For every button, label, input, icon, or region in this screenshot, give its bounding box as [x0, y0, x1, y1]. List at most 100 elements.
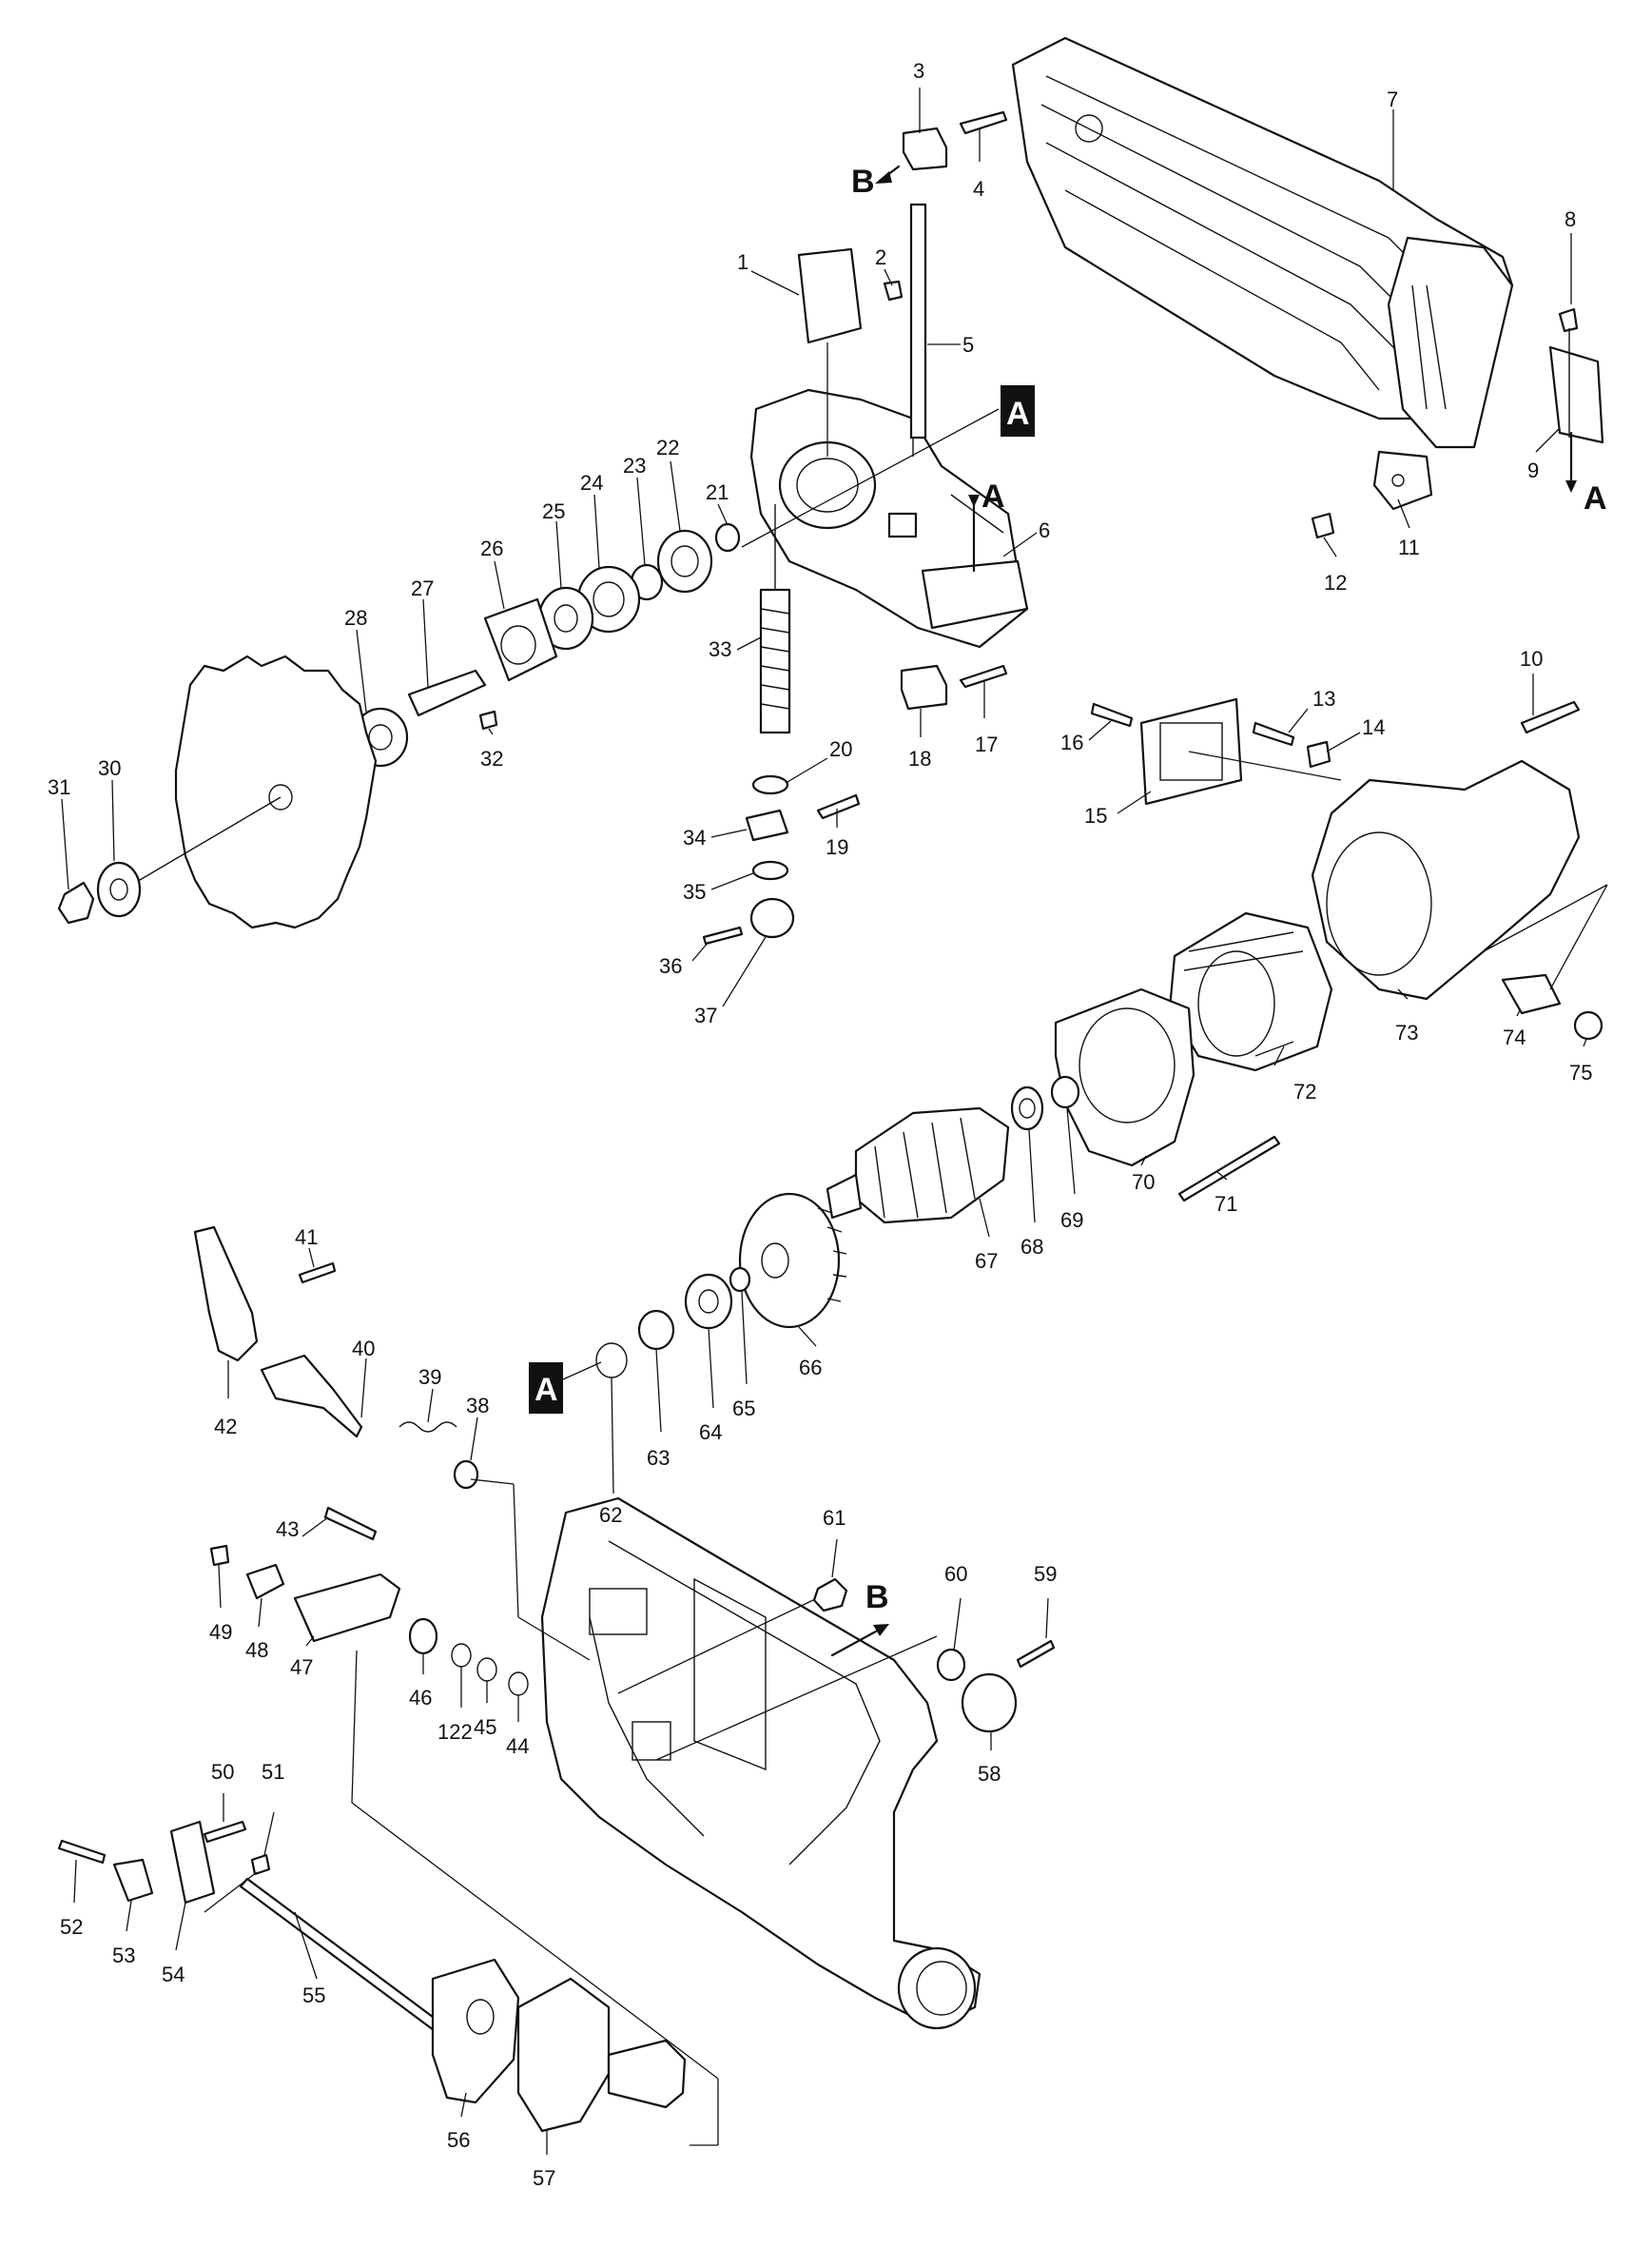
blade-guard-cover — [1011, 36, 1514, 449]
part-label: 32 — [480, 747, 503, 771]
part-label: 47 — [290, 1655, 313, 1679]
part-label: 27 — [411, 576, 434, 600]
part-label: 66 — [799, 1356, 822, 1379]
lever-arm-set — [57, 1820, 454, 2041]
right-knob-set — [812, 1577, 1056, 1733]
part-label: 8 — [1565, 207, 1576, 231]
marker-a-box-upper: A — [1001, 385, 1035, 437]
svg-text:A: A — [1584, 480, 1607, 517]
part-label: 57 — [533, 2166, 555, 2190]
part-label: 25 — [542, 499, 565, 523]
marker-b-mid: B — [830, 1579, 889, 1657]
part-label: 10 — [1520, 647, 1543, 671]
part-label: 55 — [302, 1983, 325, 2007]
long-screw — [1177, 1135, 1281, 1202]
part-label: 23 — [623, 454, 646, 478]
part-label: 33 — [709, 637, 731, 661]
part-label: 9 — [1527, 459, 1539, 482]
part-label: 51 — [262, 1760, 284, 1784]
part-label: 122 — [437, 1720, 473, 1744]
saw-blade — [123, 655, 378, 929]
cover-plate — [797, 247, 904, 344]
part-label: 42 — [214, 1415, 237, 1438]
stator — [1168, 911, 1333, 1072]
part-label: 56 — [447, 2128, 470, 2152]
part-label: 75 — [1569, 1061, 1592, 1084]
svg-text:A: A — [1006, 396, 1030, 432]
marker-a-arrow-upper: A — [968, 479, 1005, 573]
spindle-assembly — [352, 522, 741, 768]
part-label: 74 — [1503, 1026, 1526, 1049]
part-label: 70 — [1132, 1170, 1155, 1194]
gear-housing — [749, 388, 1029, 649]
rod-holder — [902, 110, 1008, 440]
part-label: 40 — [352, 1337, 375, 1360]
part-label: 63 — [647, 1446, 670, 1470]
part-label: 13 — [1312, 687, 1335, 711]
part-label: 58 — [978, 1762, 1001, 1786]
part-label: 6 — [1039, 518, 1050, 542]
svg-text:B: B — [851, 164, 875, 200]
part-label: 30 — [98, 756, 121, 780]
part-label: 11 — [1398, 536, 1420, 559]
svg-text:B: B — [865, 1579, 889, 1615]
part-label: 14 — [1362, 715, 1385, 739]
part-label: 44 — [506, 1734, 529, 1758]
part-label: 60 — [944, 1562, 967, 1586]
part-label: 24 — [580, 471, 603, 495]
part-label: 54 — [162, 1963, 185, 1986]
part-label: 61 — [823, 1506, 845, 1530]
part-label: 35 — [683, 880, 706, 904]
part-label: 28 — [344, 606, 367, 630]
part-label: 36 — [659, 954, 682, 978]
svg-text:A: A — [981, 479, 1005, 515]
spur-gear — [738, 1192, 847, 1329]
brush-holder — [1501, 973, 1603, 1041]
lower-block — [900, 664, 1008, 711]
part-label: 46 — [409, 1686, 432, 1710]
fan-baffle — [1054, 987, 1195, 1167]
marker-a-box-lower: A — [529, 1361, 602, 1414]
part-label: 3 — [913, 59, 924, 83]
connection-lines — [204, 342, 1608, 2146]
part-label: 22 — [656, 436, 679, 459]
part-label: 15 — [1084, 804, 1107, 828]
part-label: 2 — [875, 245, 886, 269]
part-label: 41 — [295, 1225, 318, 1249]
left-bracket-set — [209, 1506, 529, 1696]
part-label: 16 — [1060, 731, 1083, 754]
part-label: 7 — [1387, 88, 1398, 111]
part-label: 1 — [737, 250, 748, 274]
part-label: 17 — [975, 733, 998, 756]
elevation-screw-stack — [702, 504, 861, 946]
part-label: 43 — [276, 1517, 299, 1541]
svg-text:A: A — [534, 1372, 558, 1408]
bevel-knob — [431, 1958, 687, 2133]
part-label: 67 — [975, 1249, 998, 1273]
part-label: 48 — [245, 1638, 268, 1662]
part-label: 18 — [908, 747, 931, 771]
part-label: 45 — [474, 1715, 496, 1739]
armature — [826, 1106, 1010, 1224]
part-label: 4 — [973, 177, 984, 201]
part-label: 62 — [599, 1503, 622, 1527]
part-label: 52 — [60, 1915, 83, 1939]
part-label: 69 — [1060, 1208, 1083, 1232]
part-label: 59 — [1034, 1562, 1057, 1586]
part-label: 26 — [480, 537, 503, 560]
part-label: 19 — [826, 835, 848, 859]
part-label: 37 — [694, 1004, 717, 1027]
part-label: 5 — [962, 333, 974, 357]
part-label: 49 — [209, 1620, 232, 1644]
lower-blade-case — [540, 1496, 981, 2030]
gear-bearings — [595, 1266, 751, 1378]
marker-a-arrow-right: A — [1565, 431, 1607, 517]
part-label: 53 — [112, 1944, 135, 1967]
part-label: 39 — [418, 1365, 441, 1389]
part-label: 20 — [829, 737, 852, 761]
part-label: 38 — [466, 1394, 489, 1417]
armature-bearings — [1010, 1075, 1080, 1131]
part-label: 34 — [683, 826, 706, 850]
motor-housing — [1090, 697, 1581, 1001]
